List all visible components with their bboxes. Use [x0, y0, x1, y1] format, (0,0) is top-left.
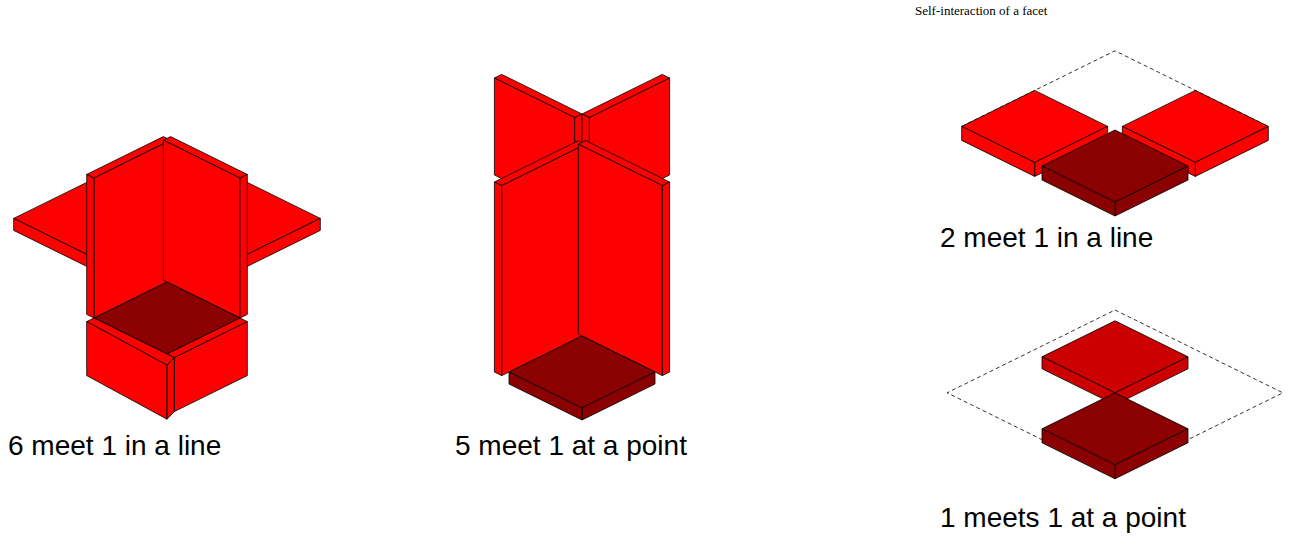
facet-face [1042, 166, 1115, 216]
figure-note: Self-interaction of a facet [915, 4, 1047, 19]
slab-face [14, 218, 94, 270]
wall-face [174, 322, 247, 412]
figure-caption: 6 meet 1 in a line [8, 430, 221, 462]
slab-face [1115, 357, 1188, 405]
figure-caption: 5 meet 1 at a point [455, 430, 687, 462]
wall-face [240, 174, 247, 318]
one-meets-one-figure [947, 310, 1283, 479]
facet-face [582, 372, 655, 420]
slab-face [1195, 126, 1268, 176]
wall-face [494, 182, 501, 376]
slab-face [240, 218, 320, 270]
five-meet-one-figure [494, 74, 669, 420]
facet-face [1115, 166, 1188, 216]
slab-face [1042, 357, 1115, 405]
figure-caption: 1 meets 1 at a point [940, 502, 1186, 534]
facet-face [509, 372, 582, 420]
facet-face [509, 336, 655, 408]
figure-caption: 2 meet 1 in a line [940, 222, 1153, 254]
wall-face [167, 358, 174, 420]
dashed-outline [947, 310, 1283, 476]
wall-face [87, 174, 94, 318]
two-meet-one-figure [962, 51, 1269, 216]
facet-face [1042, 429, 1115, 479]
wall-face [662, 182, 669, 376]
six-meet-one-figure [14, 137, 321, 420]
slab-face [1042, 321, 1188, 393]
wall-face [87, 322, 167, 420]
slab-face [962, 126, 1035, 176]
facet-face [1115, 429, 1188, 479]
